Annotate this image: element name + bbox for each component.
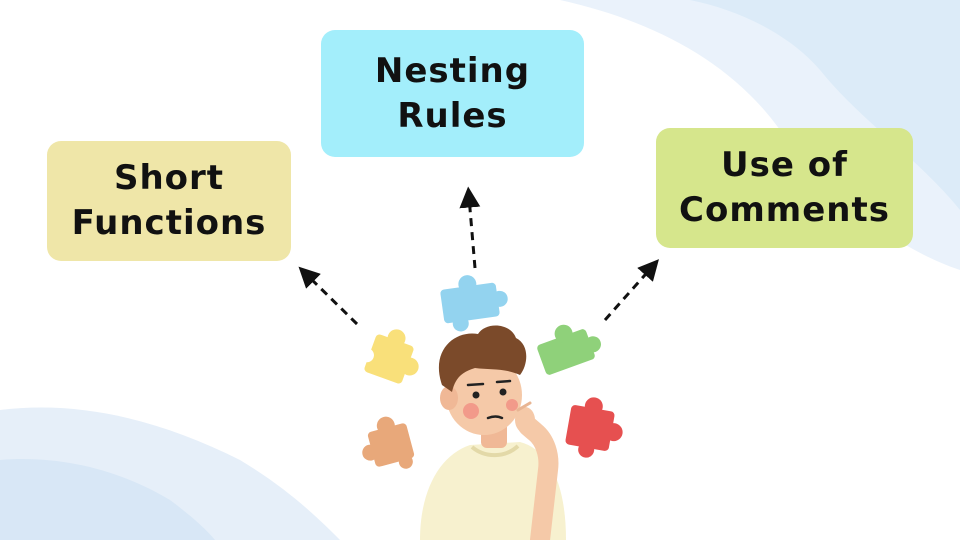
short-functions-label: Short Functions [71,158,267,243]
short-functions-box: Short Functions [47,141,291,261]
puzzle-piece-blue [440,275,508,332]
puzzle-piece-red [565,397,623,458]
person-hand [515,407,535,433]
nesting-rules-label: Nesting Rules [374,50,531,136]
person-cheek-right [506,399,518,411]
use-of-comments-box: Use of Comments [656,128,913,248]
thinking-person [420,325,566,540]
puzzle-piece-yellow [359,329,419,384]
person-ear [440,386,458,410]
arrow-to-short-functions [298,266,359,326]
person-shirt [420,442,566,540]
arrow-to-use-of-comments [603,259,659,321]
nesting-rules-box: Nesting Rules [321,30,584,157]
person-eye-right [499,388,507,396]
puzzle-piece-green [537,324,601,375]
wave-bottom-left-inner [0,459,215,540]
person-hair [438,325,527,392]
use-of-comments-label: Use of Comments [679,145,890,230]
wave-top-right-inner [690,0,960,210]
person-eye-left [472,391,480,399]
person-mouth [486,415,504,420]
person-arm [518,416,559,540]
person-cheek-left [463,403,479,419]
puzzle-piece-orange [362,416,415,469]
arrow-to-nesting-rules [459,186,481,269]
